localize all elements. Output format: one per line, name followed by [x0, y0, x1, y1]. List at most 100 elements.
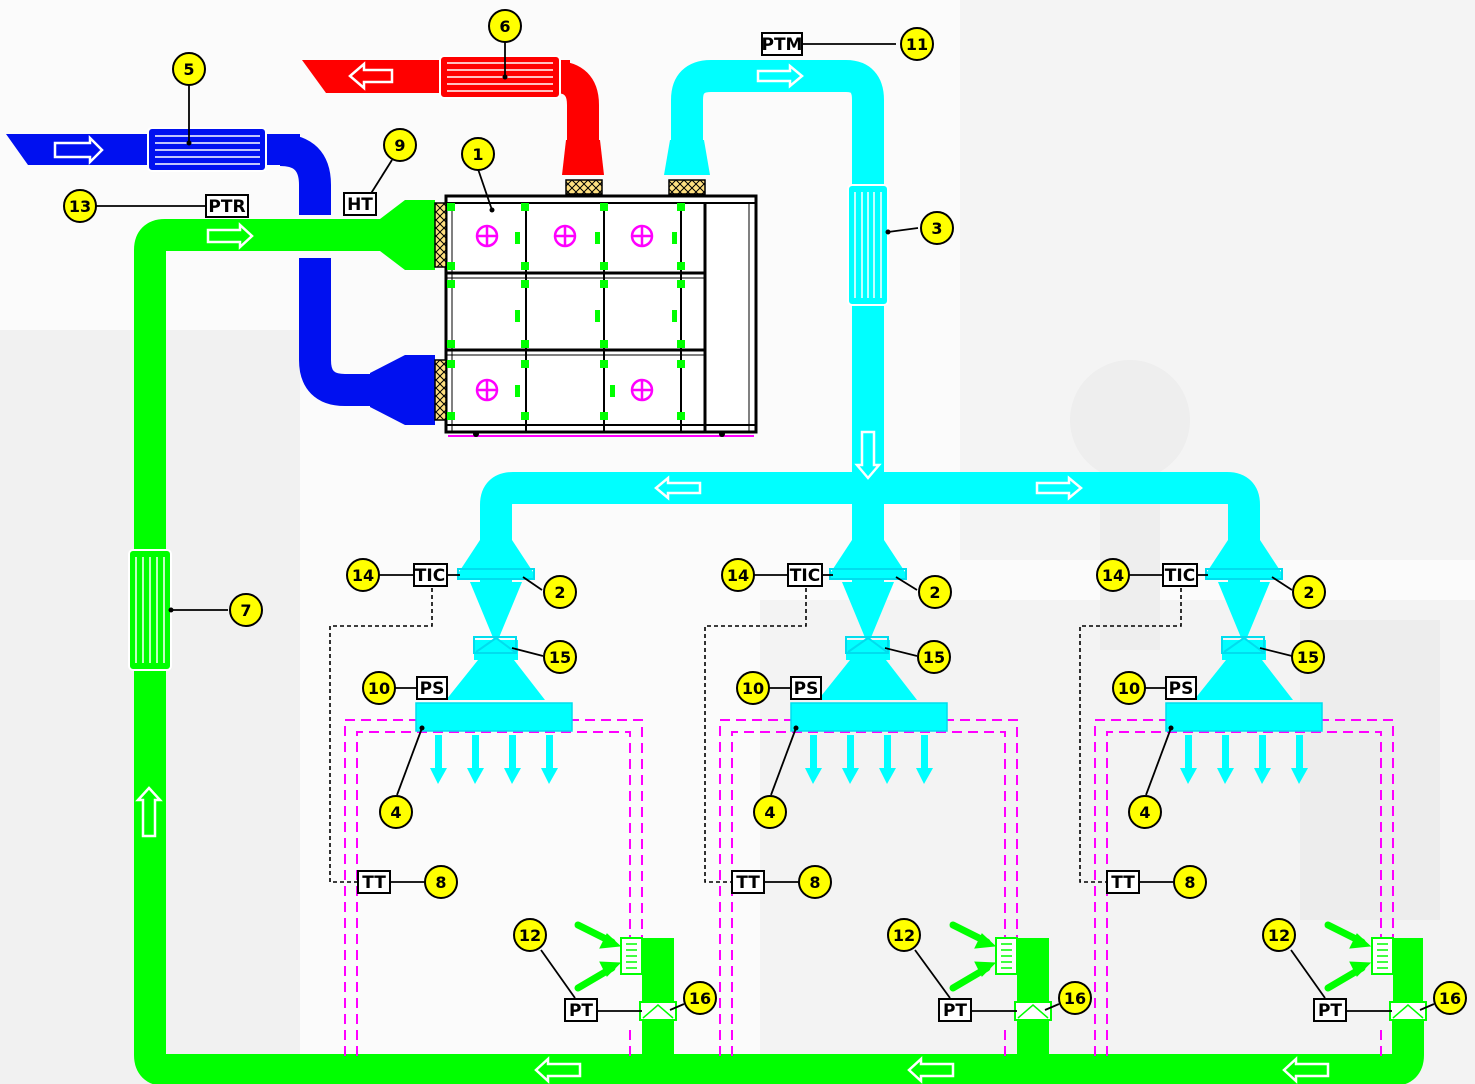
svg-text:2: 2 — [554, 583, 565, 602]
flow-arrow-icon — [53, 61, 1330, 1084]
svg-text:4: 4 — [1139, 803, 1150, 822]
svg-text:10: 10 — [1118, 679, 1140, 698]
tag-tt-1: TT — [357, 870, 391, 894]
callout-15-zone-2: 15 — [917, 640, 951, 674]
tag-tic-1: TIC — [413, 563, 448, 587]
svg-text:3: 3 — [931, 219, 942, 238]
callout-8-zone-3: 8 — [1173, 865, 1207, 899]
svg-text:TIC: TIC — [415, 566, 445, 586]
callout-1: 1 — [461, 137, 495, 171]
svg-text:TT: TT — [736, 873, 760, 893]
return-air-transition — [300, 200, 435, 270]
svg-text:16: 16 — [1439, 989, 1461, 1008]
tag-pt-3: PT — [1313, 998, 1347, 1022]
silencer-icon — [439, 55, 561, 99]
callout-5: 5 — [172, 52, 206, 86]
svg-text:12: 12 — [893, 926, 915, 945]
svg-text:10: 10 — [742, 679, 764, 698]
callout-10-zone-2: 10 — [736, 671, 770, 705]
callout-2-zone-3: 2 — [1292, 575, 1326, 609]
svg-text:16: 16 — [1064, 989, 1086, 1008]
tag-ptm: PTM — [761, 32, 803, 56]
svg-text:15: 15 — [923, 648, 945, 667]
svg-text:TIC: TIC — [1165, 566, 1195, 586]
tag-ptr: PTR — [205, 194, 249, 218]
tag-pt-2: PT — [938, 998, 972, 1022]
tag-pt-1: PT — [564, 998, 598, 1022]
svg-text:PT: PT — [569, 1001, 593, 1021]
svg-text:TT: TT — [1111, 873, 1135, 893]
damper-icon — [457, 568, 1283, 654]
tag-tic-2: TIC — [787, 563, 823, 587]
tag-tt-2: TT — [731, 870, 765, 894]
callout-13: 13 — [63, 189, 97, 223]
svg-text:12: 12 — [1268, 926, 1290, 945]
svg-text:4: 4 — [764, 803, 775, 822]
air-handling-unit — [444, 194, 758, 437]
tag-tt-3: TT — [1106, 870, 1140, 894]
tag-ps-2: PS — [790, 676, 822, 700]
callout-2-zone-2: 2 — [918, 575, 952, 609]
svg-text:15: 15 — [549, 648, 571, 667]
callout-16-zone-2: 16 — [1058, 981, 1092, 1015]
callout-10-zone-1: 10 — [362, 671, 396, 705]
svg-text:PS: PS — [420, 679, 445, 699]
tag-ps-3: PS — [1165, 676, 1197, 700]
callout-12-zone-3: 12 — [1262, 918, 1296, 952]
svg-text:7: 7 — [240, 601, 251, 620]
svg-text:11: 11 — [906, 35, 928, 54]
callout-12-zone-2: 12 — [887, 918, 921, 952]
callout-15-zone-3: 15 — [1291, 640, 1325, 674]
svg-text:PTR: PTR — [208, 197, 245, 217]
svg-text:16: 16 — [689, 989, 711, 1008]
silencer-icon — [128, 549, 172, 671]
svg-text:5: 5 — [183, 60, 194, 79]
silencer-icon — [147, 127, 267, 172]
svg-text:8: 8 — [435, 873, 446, 892]
svg-text:2: 2 — [1303, 583, 1314, 602]
callout-9: 9 — [383, 128, 417, 162]
damper-icon — [434, 179, 706, 421]
flow-arrow-icon — [574, 921, 1372, 992]
svg-text:9: 9 — [394, 136, 405, 155]
callout-16-zone-1: 16 — [683, 981, 717, 1015]
callout-8-zone-2: 8 — [798, 865, 832, 899]
callout-2-zone-1: 2 — [543, 575, 577, 609]
svg-text:2: 2 — [929, 583, 940, 602]
svg-text:PTM: PTM — [762, 35, 803, 55]
svg-text:PT: PT — [1318, 1001, 1342, 1021]
svg-text:PS: PS — [1169, 679, 1194, 699]
callout-3: 3 — [920, 211, 954, 245]
tag-tic-3: TIC — [1162, 563, 1198, 587]
svg-text:12: 12 — [519, 926, 541, 945]
svg-text:8: 8 — [809, 873, 820, 892]
svg-text:8: 8 — [1184, 873, 1195, 892]
callout-8-zone-1: 8 — [424, 865, 458, 899]
return-grille — [620, 937, 1394, 975]
callout-7: 7 — [229, 593, 263, 627]
svg-text:14: 14 — [1102, 566, 1124, 585]
svg-text:1: 1 — [472, 145, 483, 164]
svg-text:TT: TT — [362, 873, 386, 893]
svg-text:TIC: TIC — [790, 566, 820, 586]
return-air-duct — [134, 219, 1424, 1084]
tag-ps-1: PS — [416, 676, 448, 700]
silencer-icon — [847, 184, 889, 306]
callout-14-zone-3: 14 — [1096, 558, 1130, 592]
svg-text:4: 4 — [390, 803, 401, 822]
svg-text:13: 13 — [69, 197, 91, 216]
svg-text:6: 6 — [499, 17, 510, 36]
callout-12-zone-1: 12 — [513, 918, 547, 952]
fan-icon — [475, 224, 654, 402]
callout-16-zone-3: 16 — [1433, 981, 1467, 1015]
callout-4-zone-3: 4 — [1128, 795, 1162, 829]
callout-6: 6 — [488, 9, 522, 43]
svg-text:14: 14 — [352, 566, 374, 585]
svg-text:15: 15 — [1297, 648, 1319, 667]
callout-14-zone-2: 14 — [721, 558, 755, 592]
svg-text:HT: HT — [347, 195, 373, 215]
callout-4-zone-1: 4 — [379, 795, 413, 829]
callout-4-zone-2: 4 — [753, 795, 787, 829]
svg-text:PT: PT — [943, 1001, 967, 1021]
